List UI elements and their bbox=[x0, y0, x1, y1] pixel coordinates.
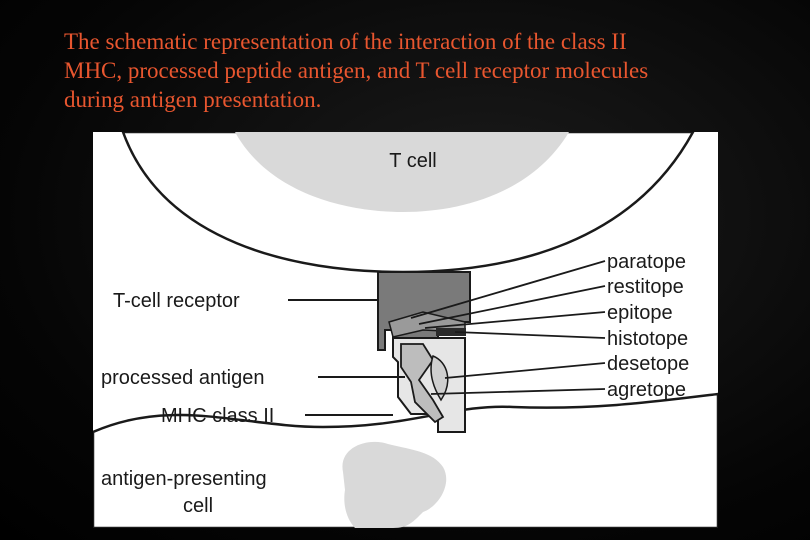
histotope-label: histotope bbox=[607, 328, 688, 350]
antigen-shape bbox=[400, 343, 445, 424]
slide-caption: The schematic representation of the inte… bbox=[64, 27, 804, 114]
tcr-mhc-diagram: T cell T-cell receptor processed antigen… bbox=[93, 132, 718, 528]
t-cell-label: T cell bbox=[389, 150, 436, 172]
tcr-label: T-cell receptor bbox=[113, 290, 240, 312]
epitope-label: epitope bbox=[607, 302, 673, 324]
desetope-label: desetope bbox=[607, 353, 689, 375]
t-cell-nucleus bbox=[235, 132, 569, 212]
paratope-label: paratope bbox=[607, 251, 686, 273]
apc-label-line1: antigen-presenting bbox=[101, 468, 267, 490]
agretope-label: agretope bbox=[607, 379, 686, 401]
apc-label-line2: cell bbox=[183, 495, 213, 517]
caption-line-1: The schematic representation of the inte… bbox=[64, 29, 627, 54]
histotope-leader bbox=[454, 331, 606, 339]
caption-line-2: MHC, processed peptide antigen, and T ce… bbox=[64, 58, 649, 83]
desetope-pocket bbox=[430, 355, 449, 402]
agretope-leader bbox=[430, 388, 606, 395]
paratope-leader bbox=[410, 260, 606, 319]
caption-line-3: during antigen presentation. bbox=[64, 87, 322, 112]
mhc-label: MHC class II bbox=[161, 405, 274, 427]
desetope-leader bbox=[444, 362, 606, 379]
restitope-label: restitope bbox=[607, 276, 684, 298]
apc-nucleus bbox=[342, 441, 447, 528]
histotope-block bbox=[436, 328, 466, 336]
antigen-label: processed antigen bbox=[101, 367, 264, 389]
restitope-leader bbox=[418, 285, 606, 325]
epitope-leader bbox=[424, 311, 606, 329]
